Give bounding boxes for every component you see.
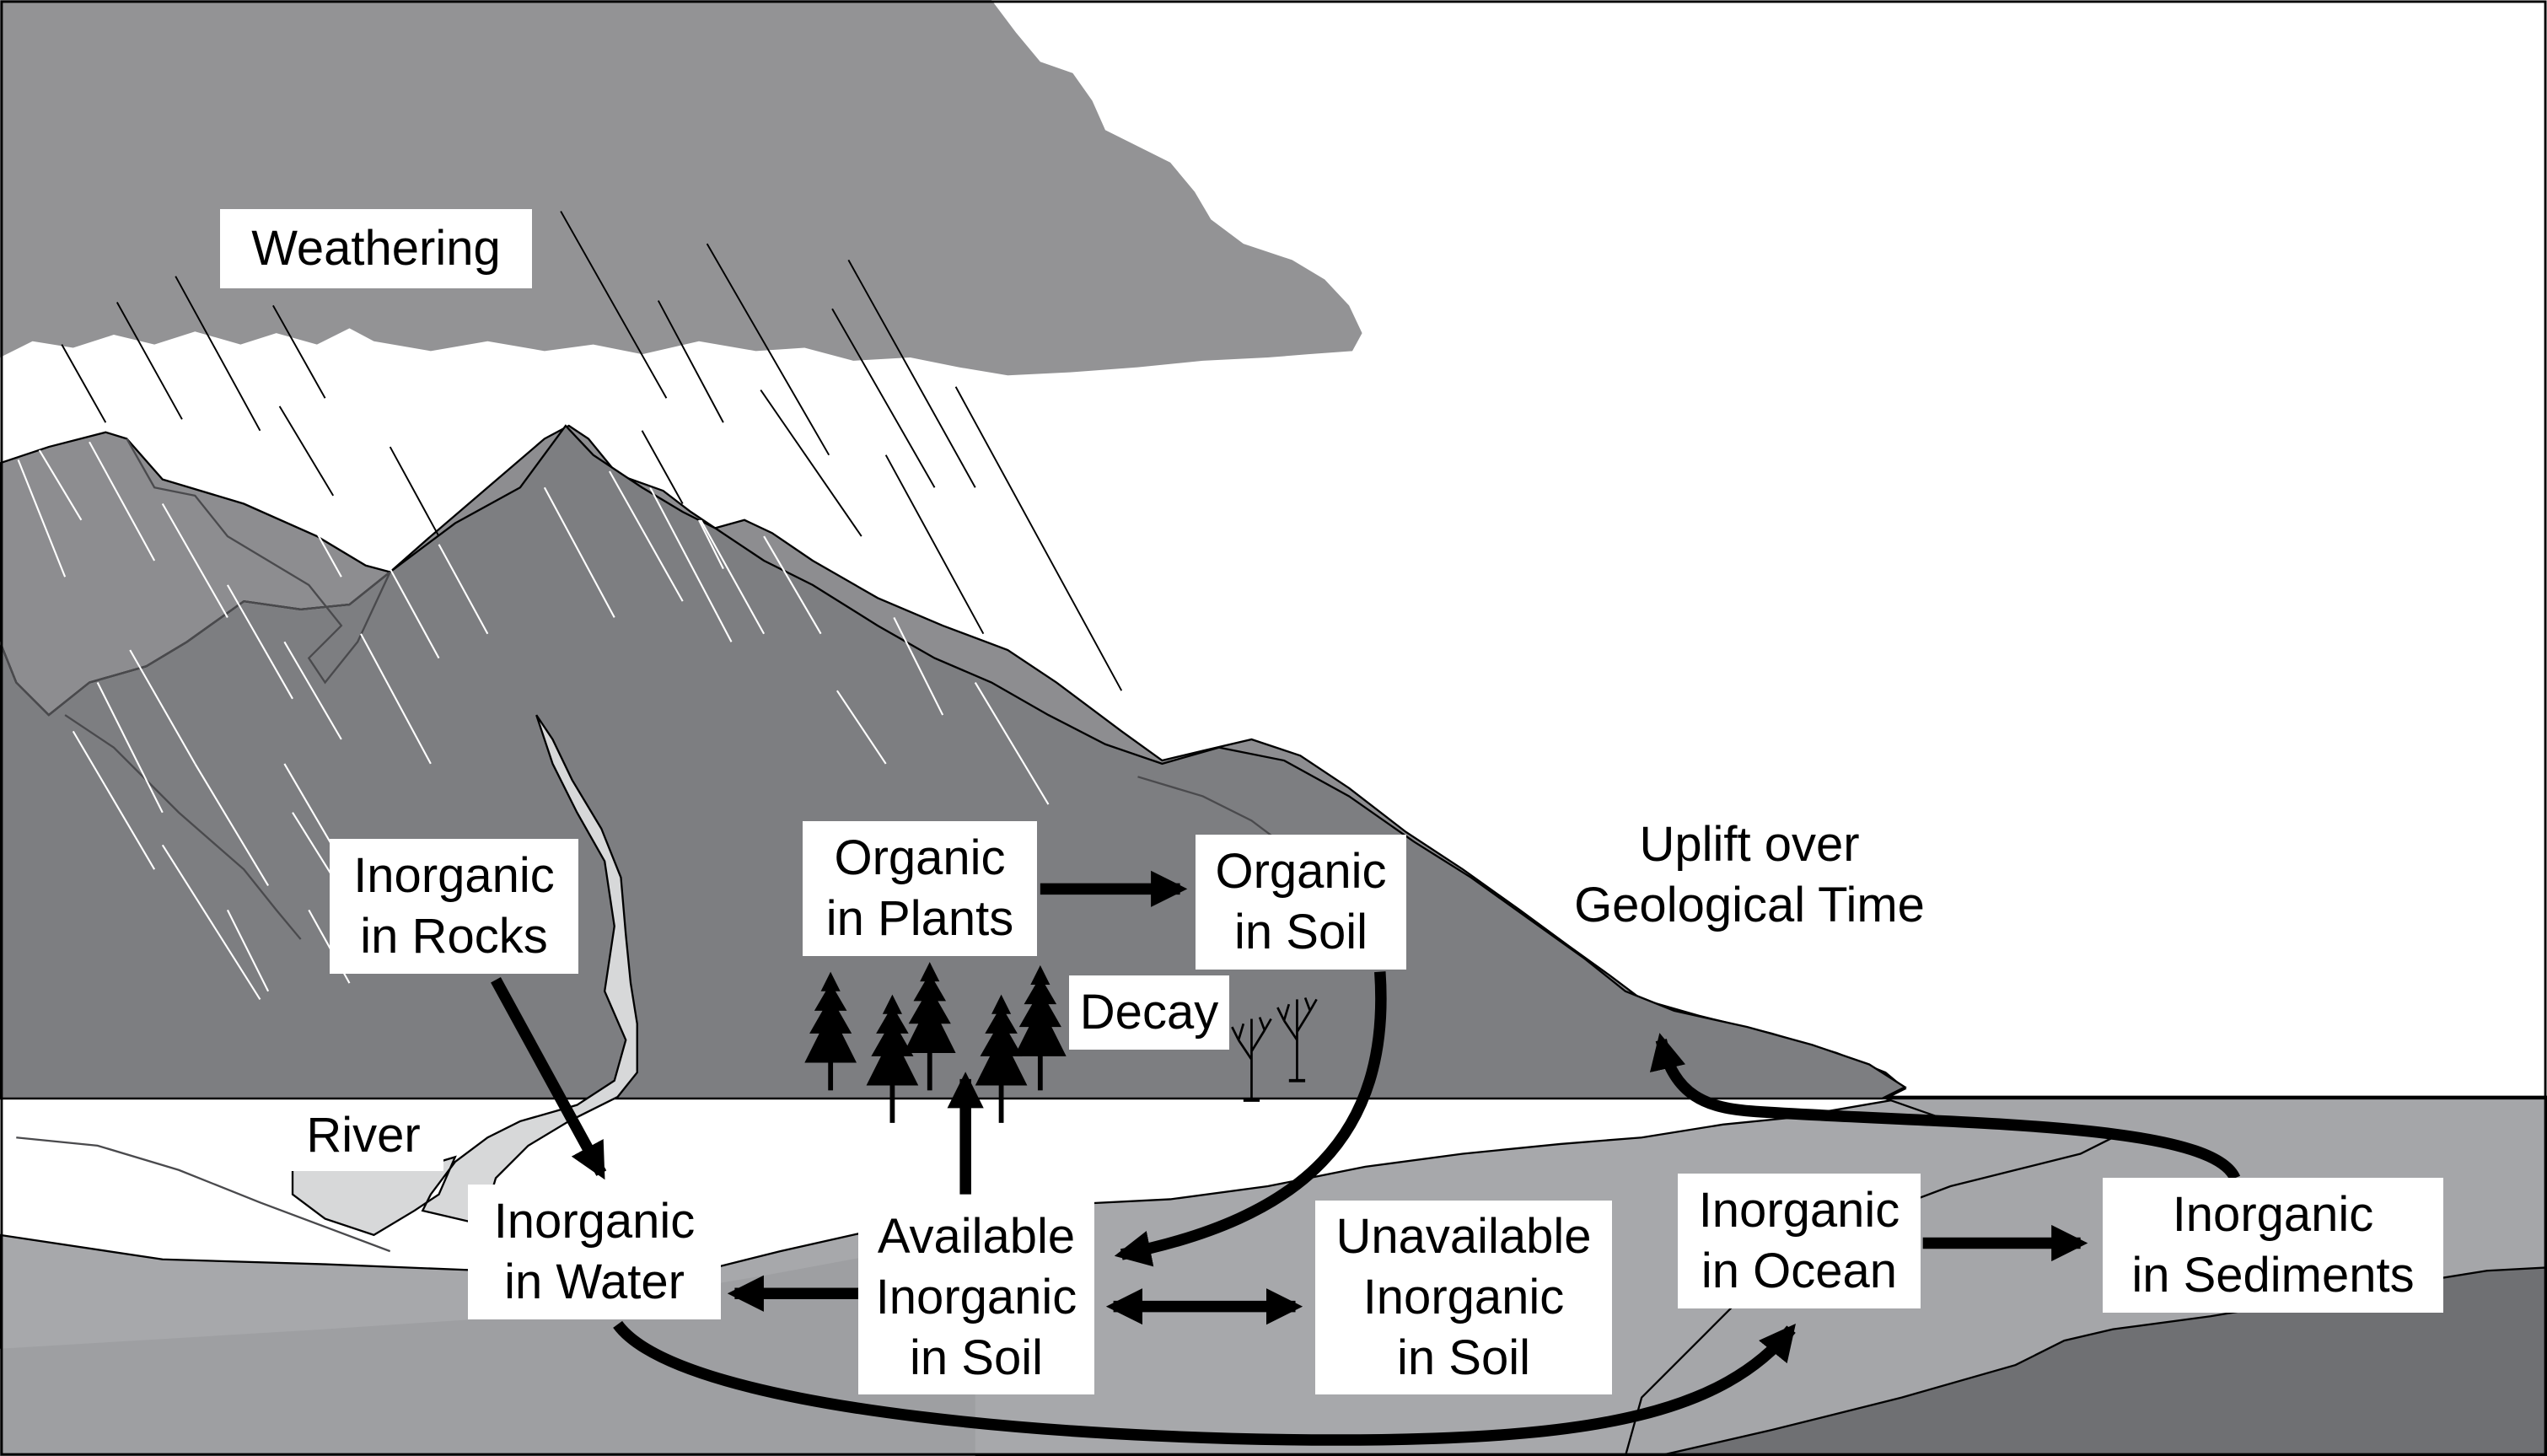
label-line: Inorganic xyxy=(353,848,555,903)
arrow-uplift xyxy=(1649,1033,2241,1181)
evergreen-trees xyxy=(804,962,1067,1123)
label-line: Inorganic xyxy=(493,1194,696,1249)
label-line: Geological Time xyxy=(1574,878,1925,932)
label-unavailable-inorganic-in-soil: Unavailable Inorganic in Soil xyxy=(1315,1201,1612,1394)
tree-icon xyxy=(903,962,956,1091)
tree-icon xyxy=(866,994,919,1123)
label-line: in Soil xyxy=(1397,1330,1530,1385)
label-organic-in-plants: Organic in Plants xyxy=(803,821,1037,956)
label-line: Inorganic xyxy=(2172,1187,2374,1242)
label-line: in Sediments xyxy=(2131,1248,2415,1303)
label-river-text: River xyxy=(306,1108,421,1163)
label-line: in Rocks xyxy=(360,909,548,964)
label-river: River xyxy=(283,1100,443,1171)
label-line: Inorganic xyxy=(1362,1270,1565,1324)
label-inorganic-in-water: Inorganic in Water xyxy=(468,1185,721,1319)
label-inorganic-in-rocks: Inorganic in Rocks xyxy=(330,839,578,974)
label-line: in Soil xyxy=(1234,905,1368,959)
arrow-rocks-to-water xyxy=(491,977,607,1180)
label-inorganic-in-sediments: Inorganic in Sediments xyxy=(2103,1178,2443,1313)
bare-tree-icon xyxy=(1231,1017,1272,1102)
seafloor xyxy=(1658,1266,2547,1456)
label-weathering-text: Weathering xyxy=(251,221,501,276)
label-uplift-over-geological-time: Uplift over Geological Time xyxy=(1530,808,1969,943)
rain-streaks-sky xyxy=(61,211,1123,691)
bare-tree-icon xyxy=(1276,997,1318,1083)
label-available-inorganic-in-soil: Available Inorganic in Soil xyxy=(858,1201,1094,1394)
label-line: in Ocean xyxy=(1701,1244,1898,1298)
bare-trees xyxy=(1231,997,1318,1102)
label-line: Uplift over xyxy=(1639,817,1860,872)
arrow-water-to-ocean xyxy=(613,1320,1796,1446)
label-line: Inorganic xyxy=(875,1270,1077,1324)
label-line: Organic xyxy=(1215,844,1387,899)
label-organic-in-soil: Organic in Soil xyxy=(1196,835,1406,970)
cycle-arrows xyxy=(491,870,2241,1446)
label-decay: Decay xyxy=(1069,975,1229,1050)
arrow-organic-soil-to-available xyxy=(1114,971,1387,1267)
ridge-lines xyxy=(0,438,1285,1253)
tree-icon xyxy=(804,971,857,1091)
label-line: Organic xyxy=(834,830,1006,885)
label-line: in Soil xyxy=(910,1330,1043,1385)
label-line: in Water xyxy=(504,1255,685,1309)
label-line: Unavailable xyxy=(1335,1209,1592,1264)
tree-icon xyxy=(1014,964,1067,1091)
label-line: Inorganic xyxy=(1698,1183,1900,1238)
label-line: in Plants xyxy=(825,891,1014,946)
label-decay-text: Decay xyxy=(1079,985,1219,1040)
label-line: Available xyxy=(877,1209,1076,1264)
label-weathering: Weathering xyxy=(220,209,532,288)
tree-icon xyxy=(975,994,1028,1123)
label-inorganic-in-ocean: Inorganic in Ocean xyxy=(1678,1174,1921,1308)
